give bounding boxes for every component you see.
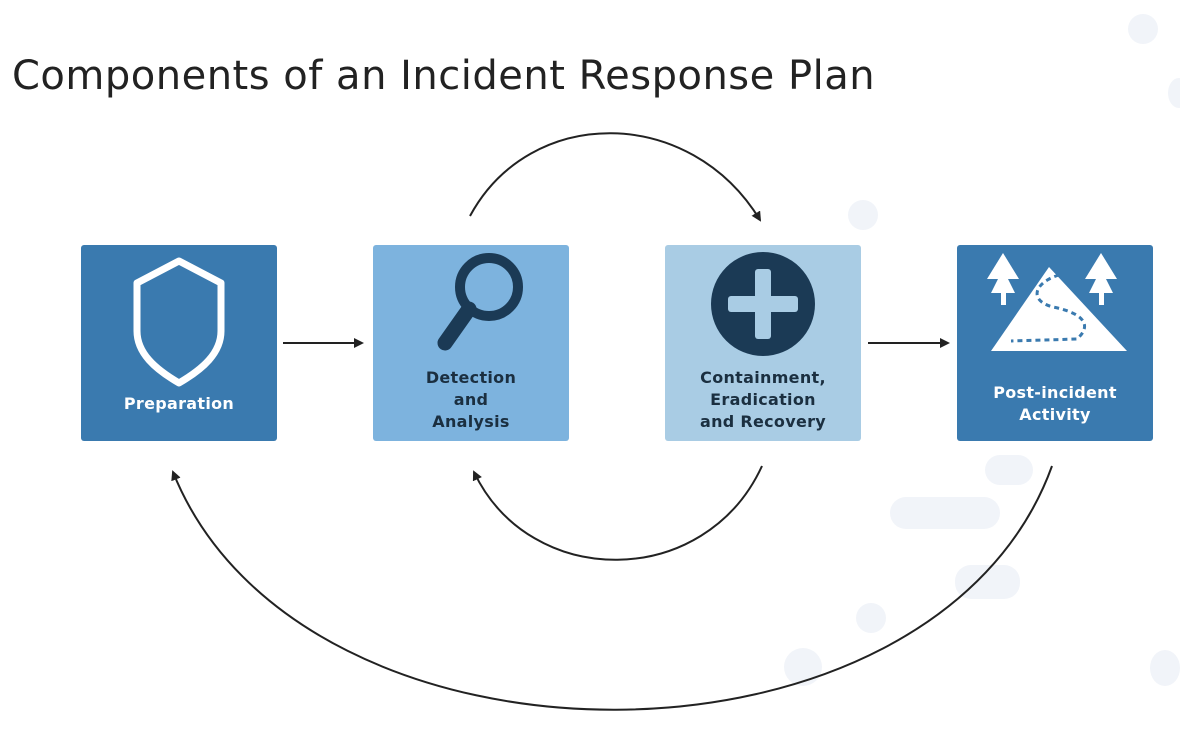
step-label: Post-incident Activity	[957, 382, 1153, 426]
background-decoration	[784, 648, 822, 686]
step-label-line: Analysis	[432, 412, 510, 431]
arrow-post-incident-to-preparation	[171, 465, 1053, 711]
background-decoration	[856, 603, 886, 633]
step-label-line: Post-incident	[993, 383, 1117, 402]
arrow-containment-to-detection	[472, 465, 763, 561]
step-post-incident-activity: Post-incident Activity	[957, 245, 1153, 441]
step-label: Preparation	[81, 393, 277, 415]
magnifier-icon	[437, 253, 523, 351]
step-label-line: Activity	[1019, 405, 1091, 424]
step-detection-and-analysis: Detection and Analysis	[373, 245, 569, 441]
step-label-line: Detection	[425, 368, 517, 387]
shield-icon	[133, 257, 225, 387]
step-containment-eradication-recovery: Containment, Eradication and Recovery	[665, 245, 861, 441]
background-decoration	[890, 497, 1000, 529]
mountain-trees-icon	[987, 253, 1127, 351]
background-decoration	[1150, 650, 1180, 686]
step-label: Containment, Eradication and Recovery	[665, 367, 861, 433]
step-label: Detection and Analysis	[373, 367, 569, 433]
background-decoration	[985, 455, 1033, 485]
step-label-line: and Recovery	[699, 412, 827, 431]
background-decoration	[848, 200, 878, 230]
arrow-detection-to-containment	[469, 132, 762, 222]
background-decoration	[1128, 14, 1158, 44]
step-label-line: Eradication	[710, 390, 816, 409]
step-label-line: Containment,	[700, 368, 826, 387]
plus-icon	[711, 252, 815, 356]
background-decoration	[1168, 78, 1180, 108]
step-label-line: Preparation	[123, 394, 235, 413]
page-title: Components of an Incident Response Plan	[12, 52, 876, 99]
step-preparation: Preparation	[81, 245, 277, 441]
step-label-line: and	[453, 390, 489, 409]
